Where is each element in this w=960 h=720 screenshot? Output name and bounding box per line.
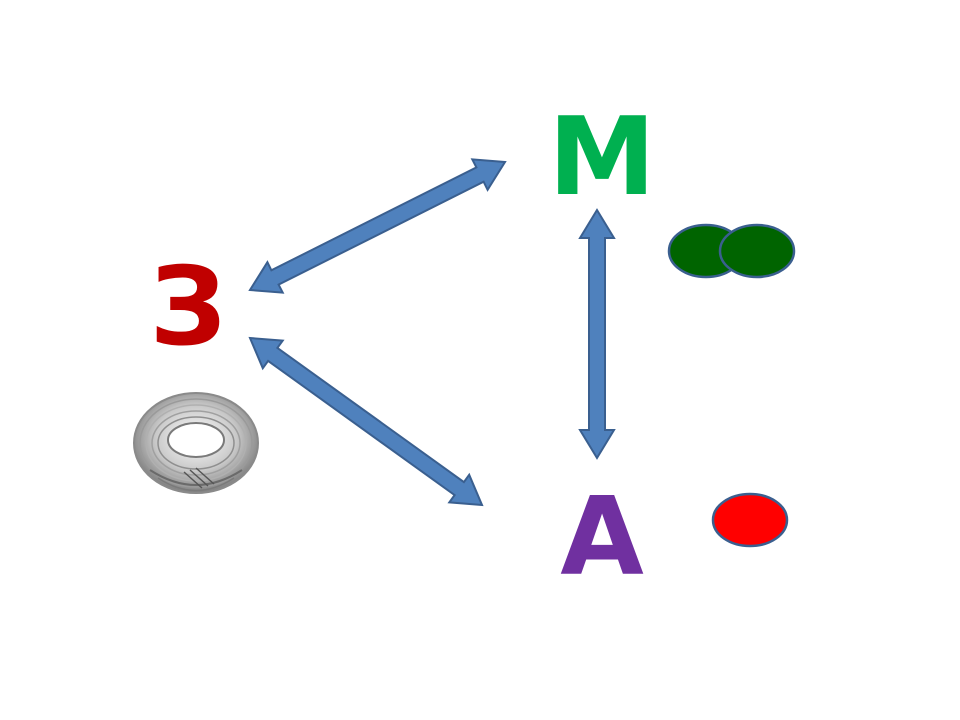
- arrow-m-a: [578, 208, 616, 460]
- single-atom-icon: [711, 492, 789, 548]
- node-label-a: А: [560, 475, 644, 600]
- node-label-m: М: [548, 95, 655, 220]
- arrow-z-m: [248, 158, 507, 294]
- wire-coil-icon: [133, 392, 259, 494]
- diatomic-molecule-icon: [667, 223, 796, 279]
- node-label-z: З: [150, 245, 227, 370]
- arrow-z-a: [248, 336, 484, 507]
